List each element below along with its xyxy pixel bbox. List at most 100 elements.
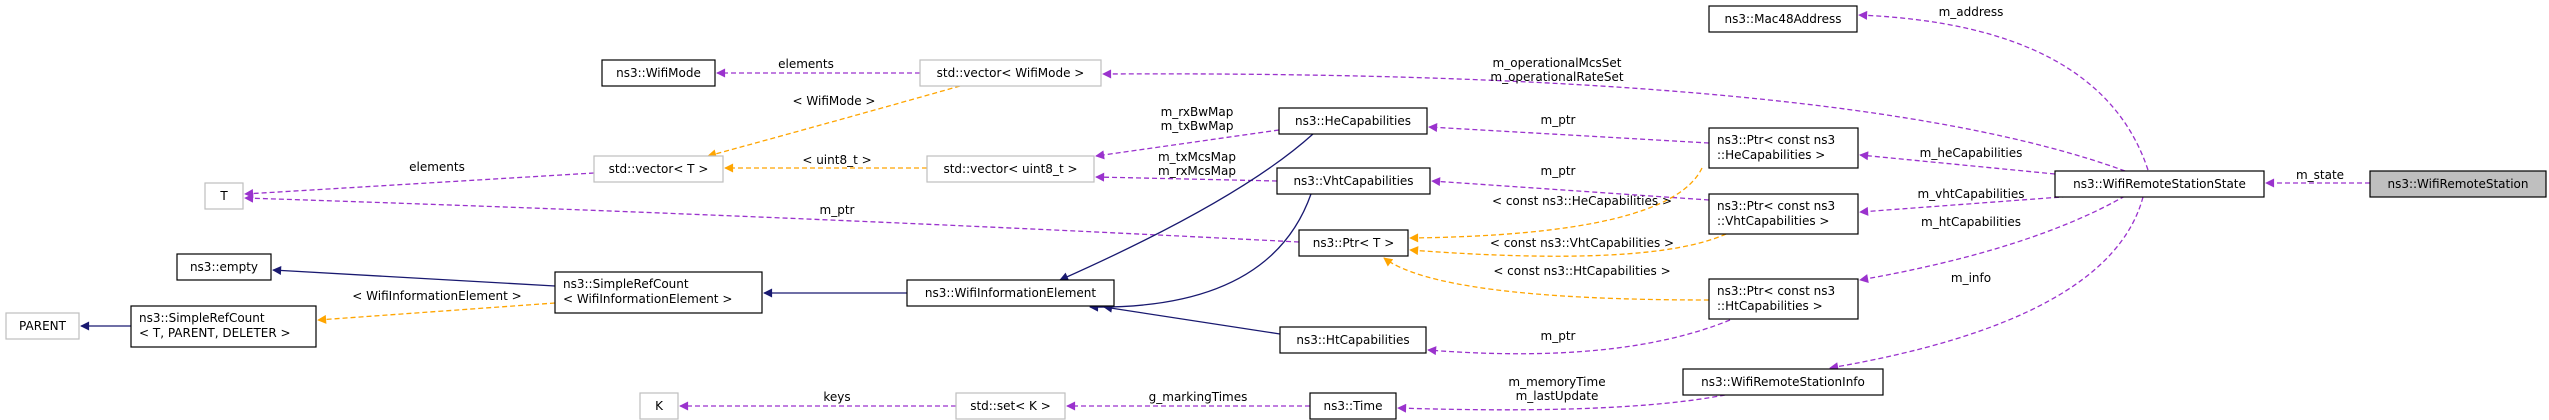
node-label: std::vector< WifiMode > (937, 66, 1085, 80)
node-label: ns3::WifiMode (616, 66, 701, 80)
node-state[interactable]: ns3::WifiRemoteStationState (2054, 170, 2265, 198)
node-box (5, 312, 80, 340)
node-box (1279, 326, 1427, 354)
node-ptrT[interactable]: ns3::Ptr< T > (1298, 229, 1409, 257)
node-ptrHe[interactable]: ns3::Ptr< const ns3::HeCapabilities > (1708, 127, 1859, 169)
inheritance-arrow (272, 265, 556, 287)
edge-label: m_ptr (1541, 329, 1576, 343)
node-ptrHt[interactable]: ns3::Ptr< const ns3::HtCapabilities > (1708, 278, 1859, 320)
template-arrow (707, 85, 961, 159)
node-box (130, 305, 317, 348)
template-arrow (1409, 233, 1727, 257)
node-wifiMode[interactable]: ns3::WifiMode (601, 59, 716, 87)
node-vecT[interactable]: std::vector< T > (593, 155, 724, 183)
node-station[interactable]: ns3::WifiRemoteStation (2369, 170, 2547, 198)
edge-vecWifiMode-to-wifiMode: elements (716, 57, 920, 78)
edge-label: m_txMcsMap (1158, 150, 1236, 164)
node-box (639, 392, 679, 420)
node-ptrVht[interactable]: ns3::Ptr< const ns3::VhtCapabilities > (1708, 193, 1859, 235)
node-label: < T, PARENT, DELETER > (139, 326, 291, 340)
node-vecWifiMode[interactable]: std::vector< WifiMode > (919, 59, 1102, 87)
edge-heCap-to-wie (1059, 133, 1314, 281)
node-box (2369, 170, 2547, 198)
node-K[interactable]: K (639, 392, 679, 420)
node-vhtCap[interactable]: ns3::VhtCapabilities (1276, 167, 1431, 195)
edge-srcWie-to-srcT: < WifiInformationElement > (317, 289, 556, 324)
usage-arrow (1428, 122, 1710, 144)
node-info[interactable]: ns3::WifiRemoteStationInfo (1682, 368, 1884, 396)
edge-vecU8-to-vecT: < uint8_t > (724, 153, 927, 173)
inheritance-arrow (1059, 133, 1314, 281)
node-wie[interactable]: ns3::WifiInformationElement (906, 279, 1115, 307)
node-empty[interactable]: ns3::empty (176, 253, 272, 281)
usage-arrow (1427, 319, 1731, 356)
node-htCap[interactable]: ns3::HtCapabilities (1279, 326, 1427, 354)
node-vecU8[interactable]: std::vector< uint8_t > (926, 155, 1095, 183)
node-label: ns3::Ptr< T > (1313, 236, 1395, 250)
node-label: ns3::Ptr< const ns3 (1717, 284, 1835, 298)
node-label: std::vector< T > (609, 162, 709, 176)
edge-vecWifiMode-to-vecT: < WifiMode > (707, 85, 961, 159)
edge-ptrT-to-T: m_ptr (244, 193, 1300, 243)
node-label: ns3::WifiRemoteStationInfo (1701, 375, 1865, 389)
edge-label: m_txBwMap (1161, 119, 1234, 133)
node-mac48[interactable]: ns3::Mac48Address (1708, 5, 1858, 33)
node-label: ns3::WifiRemoteStationState (2073, 177, 2246, 191)
node-setK[interactable]: std::set< K > (955, 392, 1066, 420)
node-srcWie[interactable]: ns3::SimpleRefCount< WifiInformationElem… (554, 271, 763, 314)
node-label: ns3::WifiInformationElement (925, 286, 1097, 300)
node-label: T (219, 189, 228, 203)
edge-label: m_vhtCapabilities (1917, 187, 2024, 201)
edge-label: m_ptr (1541, 164, 1576, 178)
edge-htCap-to-wie (1103, 303, 1281, 335)
node-box (601, 59, 716, 87)
edge-label: m_heCapabilities (1920, 146, 2023, 160)
edge-setK-to-K: keys (679, 390, 956, 411)
node-label: PARENT (19, 319, 67, 333)
node-label: ns3::SimpleRefCount (563, 277, 689, 291)
edge-label: m_rxBwMap (1161, 105, 1234, 119)
edge-label: < const ns3::HeCapabilities > (1492, 194, 1672, 208)
node-time[interactable]: ns3::Time (1309, 392, 1397, 420)
node-label: ns3::HtCapabilities (1296, 333, 1409, 347)
node-label: ::HtCapabilities > (1717, 299, 1823, 313)
usage-arrow (1859, 151, 2056, 175)
edge-state-to-ptrHe: m_heCapabilities (1859, 146, 2056, 175)
node-label: ::VhtCapabilities > (1717, 214, 1829, 228)
node-box (1309, 392, 1397, 420)
node-box (176, 253, 272, 281)
node-box (955, 392, 1066, 420)
usage-arrow (244, 193, 1300, 243)
inheritance-arrow (1089, 193, 1312, 312)
usage-arrow (1095, 172, 1278, 182)
node-T[interactable]: T (204, 182, 244, 210)
edge-label: keys (823, 390, 850, 404)
edge-station-to-state: m_state (2265, 168, 2370, 188)
node-label: ns3::Mac48Address (1725, 12, 1842, 26)
usage-arrow (1431, 177, 1710, 201)
edge-label: < WifiInformationElement > (352, 289, 521, 303)
edge-ptrHt-to-ptrT: < const ns3::HtCapabilities > (1383, 257, 1710, 301)
edge-time-to-setK: g_markingTimes (1066, 390, 1310, 411)
node-box (906, 279, 1115, 307)
usage-arrow (1859, 195, 2076, 216)
edge-label: < uint8_t > (802, 153, 871, 167)
node-label: ns3::HeCapabilities (1295, 114, 1411, 128)
node-parent[interactable]: PARENT (5, 312, 80, 340)
node-srcT[interactable]: ns3::SimpleRefCount< T, PARENT, DELETER … (130, 305, 317, 348)
edge-label: m_ptr (1541, 113, 1576, 127)
edge-state-to-info: m_info (1829, 196, 2144, 372)
edge-label: m_state (2296, 168, 2344, 182)
edge-state-to-mac48: m_address (1858, 5, 2149, 171)
edge-ptrVht-to-vhtCap: m_ptr (1431, 164, 1710, 201)
node-box (1278, 107, 1428, 135)
edge-label: g_markingTimes (1149, 390, 1248, 404)
node-heCap[interactable]: ns3::HeCapabilities (1278, 107, 1428, 135)
edge-label: m_ptr (820, 203, 855, 217)
inheritance-arrow (1103, 303, 1281, 335)
